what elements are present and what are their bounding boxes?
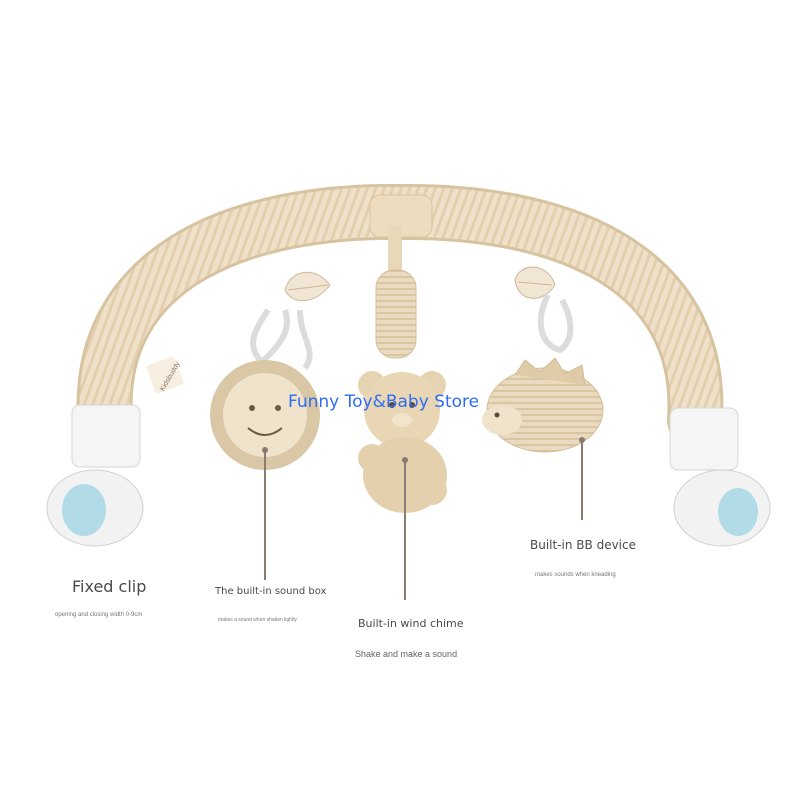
bb-device-subtitle: makes sounds when kneading xyxy=(535,572,616,578)
bb-device-title: Built-in BB device xyxy=(530,538,636,552)
leader-lines xyxy=(262,437,585,600)
leaf-left xyxy=(284,271,331,302)
brand-tag: Kidsbuddy xyxy=(146,356,184,394)
fixed-clip-subtitle: opening and closing width 0-9cm xyxy=(55,612,143,618)
fixed-clip-title: Fixed clip xyxy=(72,577,147,596)
bear-toy xyxy=(358,225,447,513)
wind-chime-subtitle: Shake and make a sound xyxy=(355,649,458,659)
left-fixed-clip xyxy=(46,404,144,547)
lion-toy xyxy=(210,308,320,470)
leaf-right xyxy=(514,266,556,299)
wind-chime-title: Built-in wind chime xyxy=(358,617,464,630)
store-watermark: Funny Toy&Baby Store xyxy=(288,392,480,412)
right-fixed-clip xyxy=(669,407,771,547)
arch-bar xyxy=(76,183,724,448)
sound-box-subtitle: makes a sound when shaken lightly xyxy=(218,617,297,623)
sound-box-title: The built-in sound box xyxy=(215,586,327,597)
hedgehog-toy xyxy=(482,293,604,453)
